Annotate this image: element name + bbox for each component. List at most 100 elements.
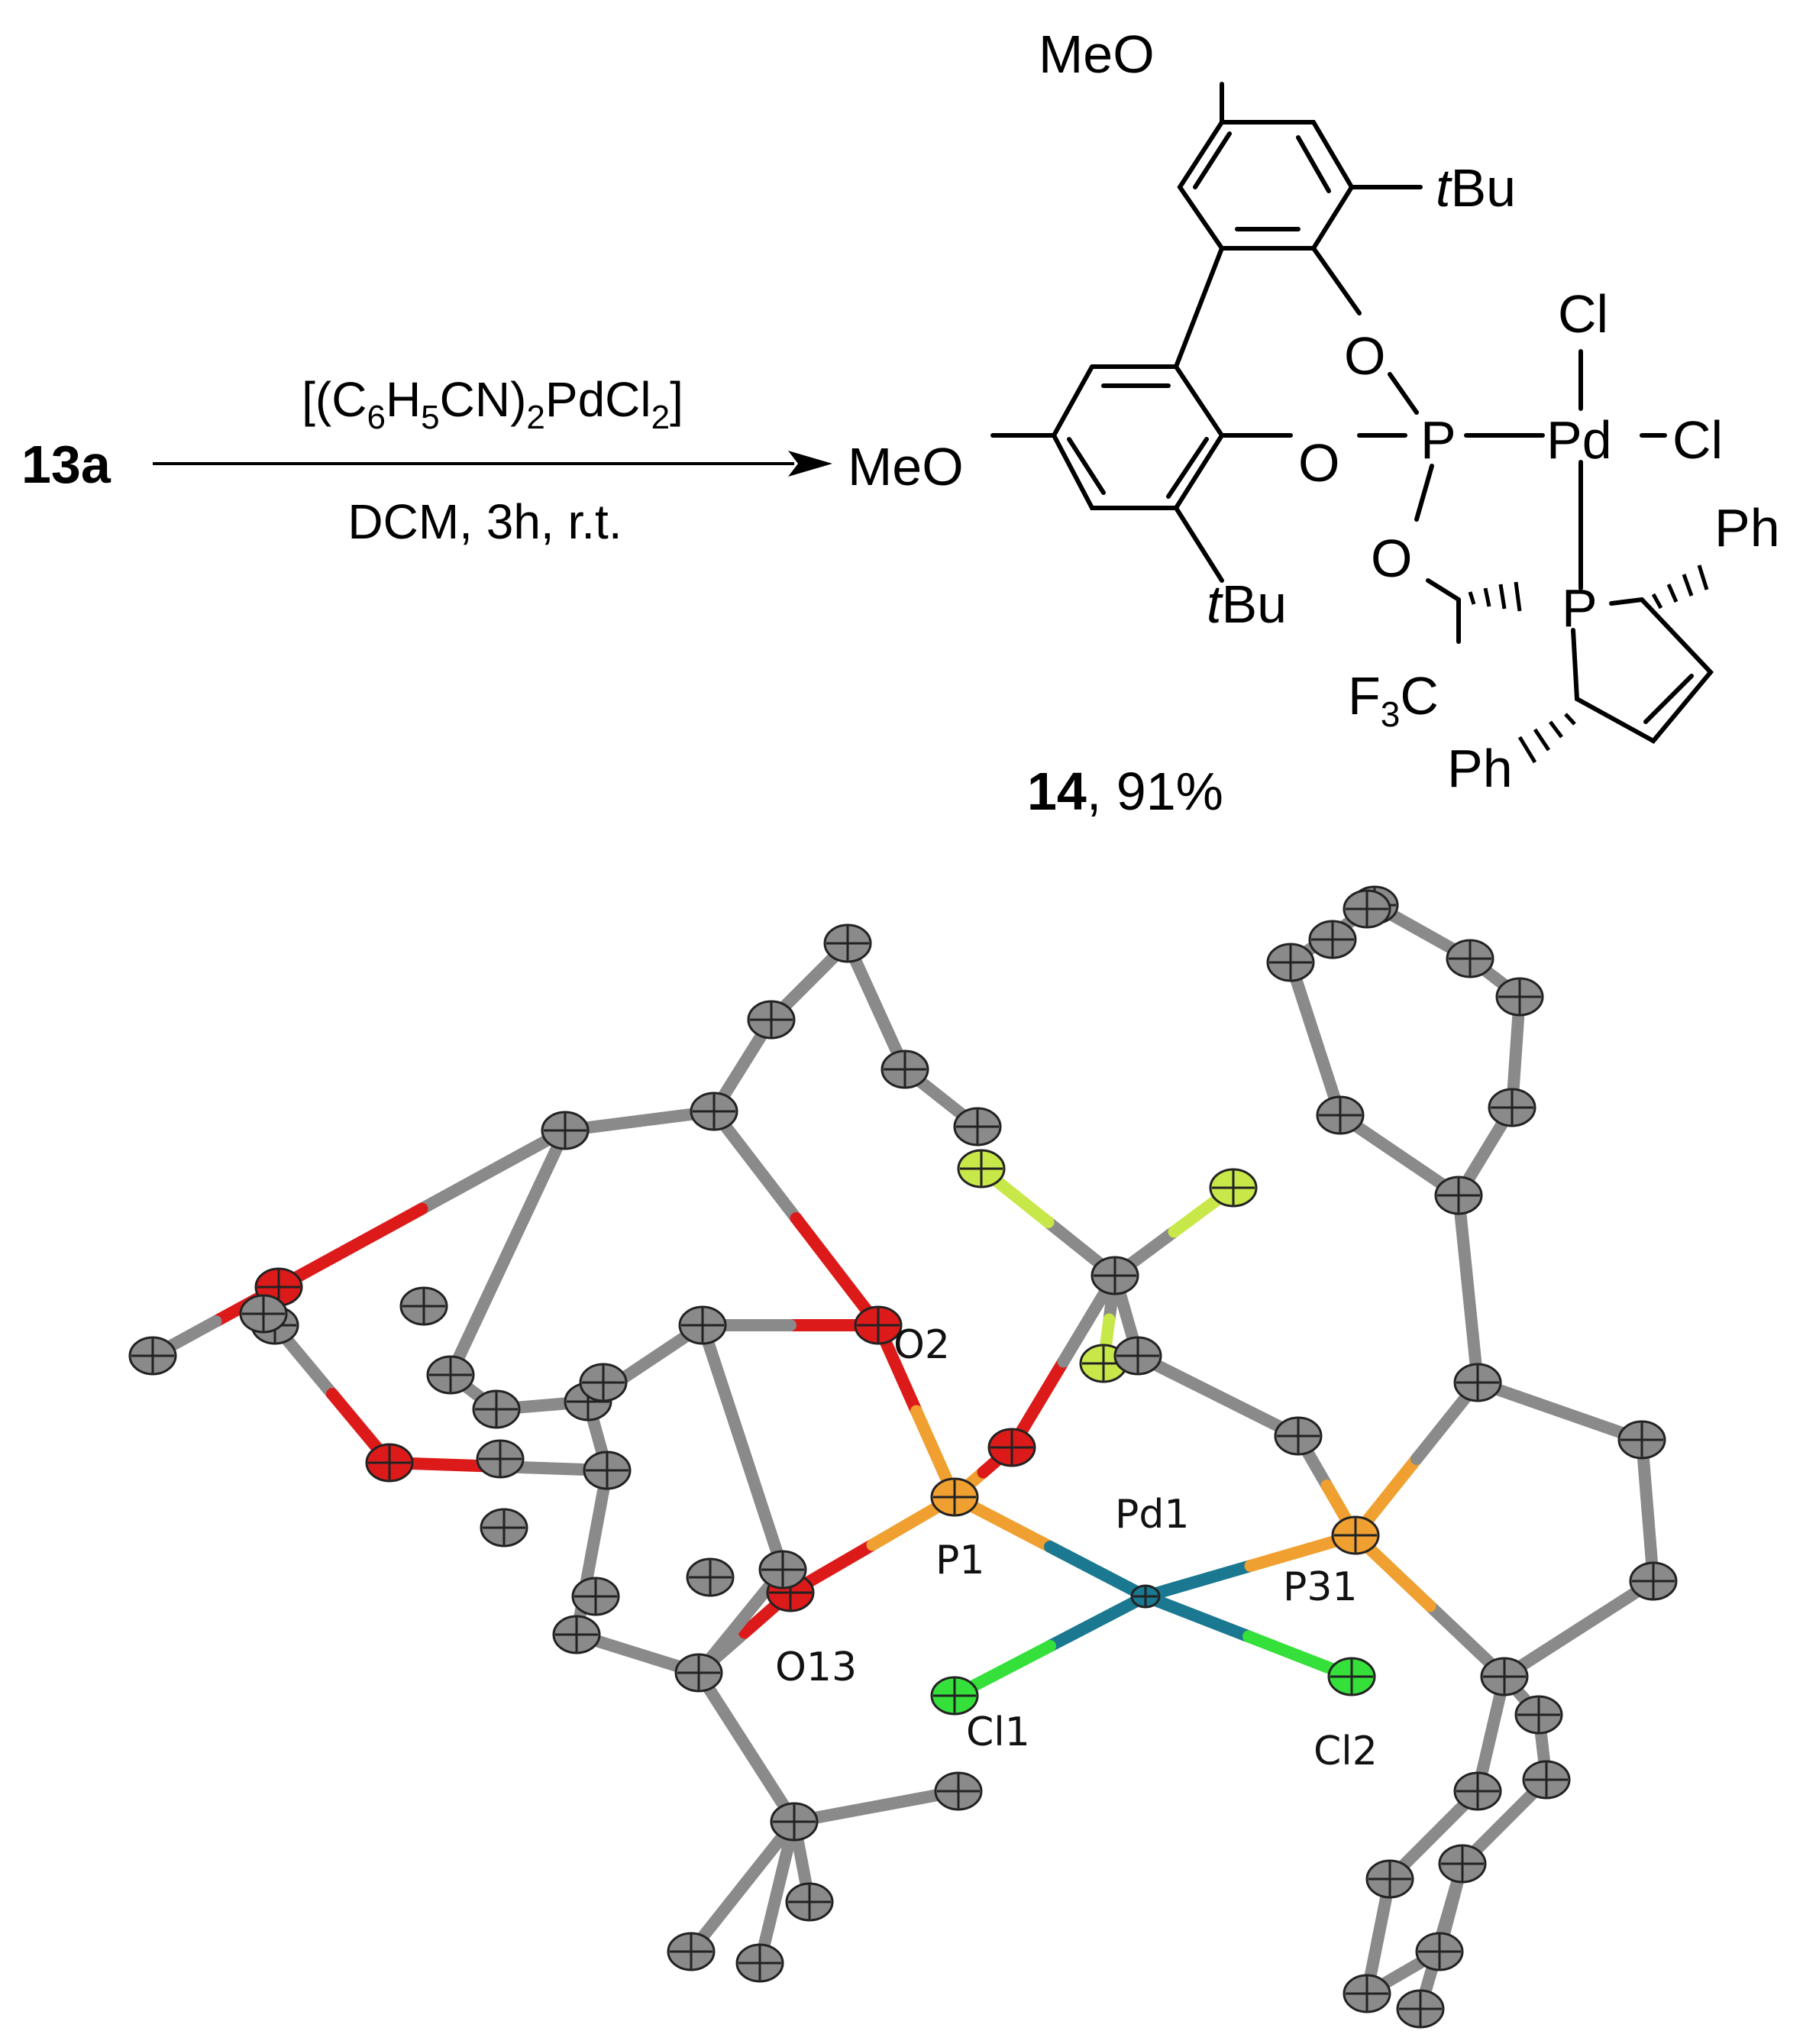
atom-c4: [747, 1000, 796, 1040]
atom-f2: [1209, 1168, 1258, 1208]
product-label: 14, 91%: [1027, 762, 1223, 821]
atom-c12: [854, 1305, 903, 1345]
atom-q6: [1343, 1974, 1391, 2013]
crystal-labels: O2 P1 Pd1 P31 O13 Cl1 Cl2: [775, 1322, 1378, 1774]
atom-q4: [1365, 1859, 1414, 1899]
atom-c_ipso: [1434, 1176, 1483, 1215]
atom-c16: [476, 1439, 525, 1479]
atom-c_tb4: [735, 1943, 784, 1983]
hashed-wedges: [1468, 564, 1709, 764]
atom-o_mid: [987, 1428, 1036, 1467]
atom-c17: [686, 1557, 735, 1597]
atom-r3: [1446, 939, 1494, 978]
atom-c_ph4: [1480, 1657, 1529, 1696]
atom-q3: [1453, 1771, 1502, 1811]
ph-right-label: Ph: [1714, 498, 1780, 558]
label-cl2: Cl2: [1313, 1729, 1378, 1774]
atom-q8: [1396, 1989, 1445, 2029]
atom-c13: [579, 1363, 628, 1402]
atom-c_ch: [1113, 1336, 1162, 1376]
atom-c20: [758, 1550, 807, 1590]
cf3-label: F3C: [1348, 666, 1439, 734]
meo-top-label: MeO: [1039, 24, 1155, 84]
bond-p1-pd1: [1044, 1541, 1152, 1603]
atom-c2: [880, 1049, 929, 1089]
atom-f1: [957, 1149, 1006, 1189]
atom-c_ph2: [1617, 1420, 1666, 1460]
atom-c_ar1: [583, 1451, 632, 1490]
product-structure: [990, 82, 1714, 744]
atom-c14: [480, 1508, 528, 1548]
label-o13: O13: [775, 1645, 857, 1690]
atom-c_ar2: [552, 1615, 601, 1654]
atom-c8: [426, 1355, 475, 1395]
tbu-bottom-label: tBu: [1207, 574, 1287, 634]
label-p1: P1: [935, 1538, 984, 1583]
atom-p31: [1331, 1515, 1380, 1555]
cl-top-label: Cl: [1558, 284, 1608, 344]
atom-c5: [690, 1092, 738, 1131]
atom-c_tb: [770, 1802, 819, 1842]
crystal-atoms: [128, 885, 1678, 2029]
atom-r2: [1495, 977, 1544, 1017]
atom-o_me2: [365, 1443, 414, 1483]
atom-pd1: [1130, 1584, 1161, 1609]
atom-r7: [1308, 920, 1357, 959]
o-lower-label: O: [1371, 529, 1412, 588]
atom-r8: [1343, 889, 1391, 929]
o-middle-label: O: [1298, 433, 1339, 493]
atom-c_ph1: [1453, 1363, 1502, 1402]
atom-c6: [541, 1111, 590, 1150]
atom-r5: [1316, 1095, 1365, 1135]
atom-c_tb1: [934, 1771, 983, 1811]
p-phosphole-label: P: [1562, 578, 1598, 638]
atom-r1: [1488, 1088, 1536, 1127]
structure-labels: MeO MeO tBu tBu O O O P Pd Cl Cl P Ph Ph…: [848, 19, 1780, 798]
pd-label: Pd: [1546, 410, 1612, 470]
cl-right-label: Cl: [1672, 410, 1723, 470]
reaction-scheme: 13a [(C6H5CN)2PdCl2] DCM, 3h, r.t. 14, 9…: [21, 372, 1223, 821]
atom-c_tb3: [785, 1882, 834, 1922]
label-cl1: Cl1: [966, 1709, 1030, 1755]
label-p31: P31: [1283, 1564, 1358, 1610]
bond-c5-c12: [708, 1105, 803, 1224]
o-upper-label: O: [1344, 326, 1385, 386]
conditions-label: DCM, 3h, r.t.: [347, 494, 622, 549]
bond-c11-c20: [736, 1441, 789, 1576]
tbu-top-label: tBu: [1436, 158, 1516, 218]
label-pd1: Pd1: [1115, 1492, 1189, 1538]
atom-cl2: [1327, 1657, 1376, 1696]
atom-p1: [930, 1477, 979, 1517]
atom-cl1: [930, 1676, 979, 1716]
bond-c8-c6: [444, 1247, 514, 1381]
reaction-arrow: [153, 451, 832, 477]
atom-q7: [1438, 1844, 1487, 1884]
bond-pd1-p31: [1139, 1560, 1257, 1603]
atom-c_me1: [128, 1336, 177, 1376]
atom-c18: [674, 1653, 723, 1693]
atom-c_ch2: [1274, 1416, 1323, 1456]
bond-pd1-cl2: [1139, 1590, 1255, 1643]
meo-left-label: MeO: [848, 437, 964, 496]
atom-c_tb2: [667, 1932, 716, 1971]
atom-q1: [1514, 1695, 1563, 1735]
reagent-label: [(C6H5CN)2PdCl2]: [302, 372, 683, 436]
atom-c11: [678, 1305, 727, 1345]
bond-pd1-cl1: [1044, 1590, 1152, 1652]
atom-c3: [953, 1107, 1002, 1147]
atom-q5: [1415, 1932, 1464, 1971]
atom-r6: [1266, 943, 1315, 982]
bond-c8-c6: [502, 1124, 571, 1259]
atom-c1: [823, 923, 872, 963]
atom-c15: [571, 1577, 620, 1616]
bond-c5-c12: [790, 1212, 884, 1331]
bond-c11-c20: [696, 1319, 749, 1454]
atom-q2: [1522, 1760, 1571, 1800]
atom-c_cf3: [1091, 1256, 1139, 1295]
ph-bottom-label: Ph: [1447, 739, 1513, 798]
atom-c_ph3: [1629, 1561, 1678, 1601]
atom-c_me2: [239, 1294, 288, 1334]
crystal-structure: O2 P1 Pd1 P31 O13 Cl1 Cl2: [128, 885, 1678, 2029]
p-phosphite-label: P: [1420, 410, 1456, 470]
